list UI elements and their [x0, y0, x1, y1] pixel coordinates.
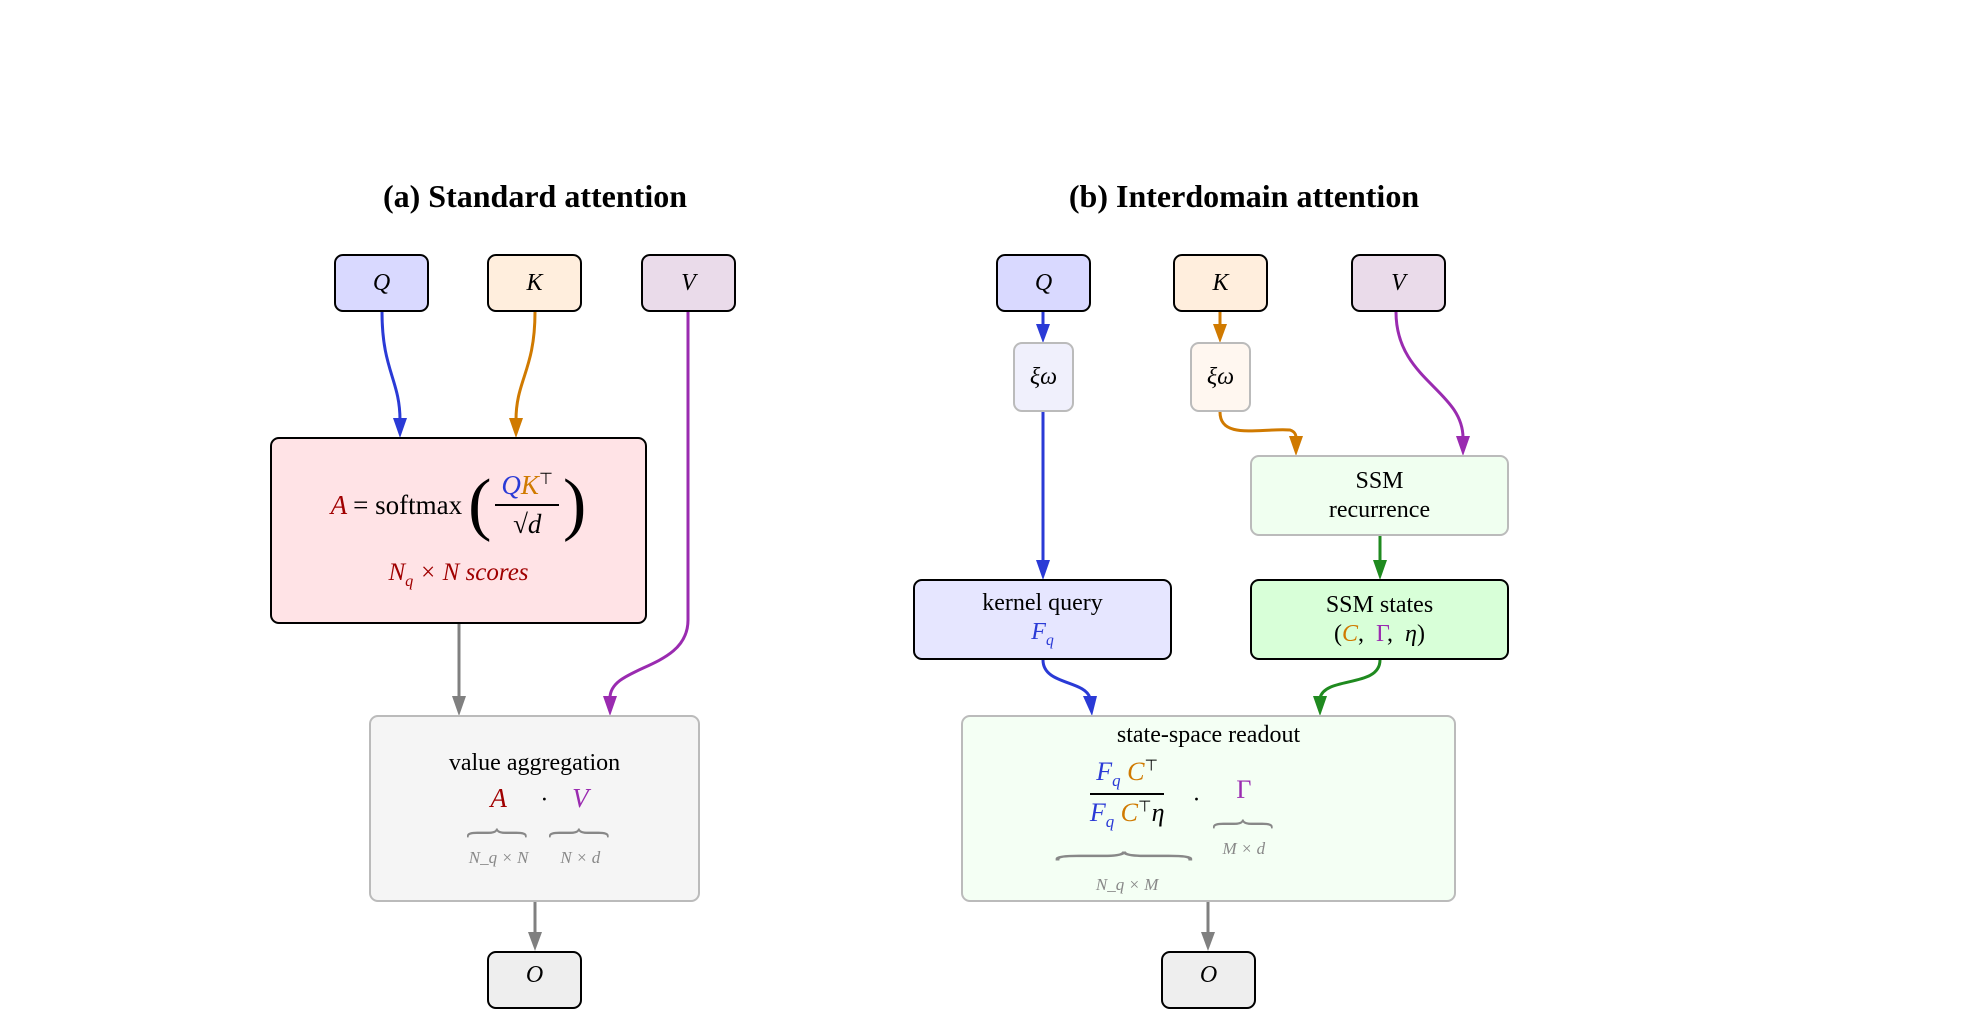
- gamma-term: Γ: [1236, 774, 1252, 804]
- transpose-num: ⊤: [1144, 757, 1159, 775]
- input-v-box-b: V: [1351, 254, 1446, 312]
- caption-n: N: [388, 559, 406, 587]
- panel-b-title: (b) Interdomain attention: [1068, 178, 1420, 214]
- f-symbol: F: [1031, 618, 1046, 645]
- transpose-den: ⊤: [1138, 798, 1152, 816]
- a-term: A: [490, 782, 507, 813]
- left-paren: (: [468, 465, 492, 543]
- qk-fraction: QK⊤ √d: [495, 469, 560, 540]
- arrow-xi-ssm: [1218, 411, 1298, 439]
- softmax-label: = softmax: [353, 489, 463, 520]
- dot-operator: ·: [540, 786, 549, 813]
- ssm-recurrence-line2: recurrence: [1328, 496, 1431, 523]
- a-symbol: A: [330, 489, 348, 520]
- arrow-states-readout: [1318, 659, 1382, 699]
- arrow-q-scores: [380, 311, 402, 421]
- kernel-query-label: kernel query: [982, 589, 1103, 616]
- input-q-box-b: Q: [996, 254, 1091, 312]
- arrow-v-ssm: [1394, 311, 1465, 439]
- right-paren: ): [563, 465, 587, 543]
- c-den: C: [1120, 798, 1139, 828]
- dim-gamma: M × d: [1222, 838, 1266, 858]
- scores-caption: Nq × N scores: [388, 558, 528, 592]
- gamma-symbol: Γ: [1376, 620, 1388, 647]
- softmax-formula: A = softmax ( QK⊤ √d ): [331, 469, 587, 540]
- eta-symbol: η: [1405, 620, 1417, 647]
- dim-a: N_q × N: [468, 847, 529, 867]
- ssm-recurrence-box: SSM recurrence: [1250, 455, 1509, 536]
- eta-den: η: [1151, 798, 1165, 828]
- fq-symbol: Fq: [1031, 618, 1053, 651]
- arrowheads: [393, 324, 1470, 951]
- arrow-v-aggregation: [608, 312, 690, 699]
- ssm-states-box: SSM states (C, Γ, η): [1250, 579, 1509, 660]
- underbrace-icon: {: [541, 825, 622, 841]
- output-box-b: O: [1161, 951, 1256, 1009]
- sqrt-d: √d: [513, 508, 542, 539]
- input-k-box: K: [487, 254, 582, 312]
- k-symbol: K: [520, 470, 539, 501]
- transpose-symbol: ⊤: [538, 470, 554, 489]
- input-q-box: Q: [334, 254, 429, 312]
- feature-map-q-box: ξω: [1013, 342, 1074, 412]
- attention-scores-box: A = softmax ( QK⊤ √d ) Nq × N scores: [270, 437, 647, 624]
- state-space-readout-box: state-space readout Fq C⊤ Fq C⊤η { N_q ×…: [961, 715, 1456, 902]
- readout-formula: Fq C⊤ Fq C⊤η { N_q × M · Γ{M × d: [1039, 756, 1285, 895]
- caption-sub: q: [405, 572, 414, 591]
- ssm-recurrence-line1: SSM: [1355, 467, 1404, 494]
- aggregation-label: value aggregation: [448, 749, 621, 776]
- aggregation-formula: A { N_q × N · V { N × d: [457, 782, 622, 869]
- caption-rest: × N scores: [419, 559, 529, 587]
- underbrace-icon: {: [1205, 816, 1285, 832]
- ssm-states-label: SSM states: [1325, 591, 1434, 618]
- c-num: C: [1127, 756, 1145, 786]
- v-term: V: [572, 782, 589, 813]
- q-sub: q: [1045, 631, 1054, 649]
- dot-operator: ·: [1192, 786, 1201, 813]
- feature-map-k-box: ξω: [1190, 342, 1251, 412]
- f-den: F: [1089, 798, 1106, 828]
- readout-fraction: Fq C⊤ Fq C⊤η: [1084, 756, 1171, 833]
- kernel-query-box: kernel query Fq: [913, 579, 1172, 660]
- dim-v: N × d: [560, 847, 601, 867]
- input-k-box-b: K: [1173, 254, 1268, 312]
- underbrace-icon: {: [1039, 848, 1221, 863]
- arrow-k-scores: [514, 311, 537, 421]
- arrow-kernel-readout: [1041, 659, 1092, 699]
- panel-a-title: (a) Standard attention: [382, 178, 687, 214]
- underbrace-icon: {: [460, 825, 540, 841]
- ssm-states-tuple: (C, Γ, η): [1334, 620, 1425, 647]
- value-aggregation-box: value aggregation A { N_q × N · V { N × d: [369, 715, 700, 902]
- q-sub-den: q: [1105, 812, 1115, 832]
- input-v-box: V: [641, 254, 736, 312]
- c-symbol: C: [1342, 620, 1359, 647]
- arrows-layer: [380, 311, 1470, 951]
- q-symbol: Q: [501, 470, 521, 501]
- readout-label: state-space readout: [1116, 722, 1301, 748]
- f-num: F: [1096, 756, 1113, 786]
- q-sub-num: q: [1112, 770, 1121, 790]
- output-box-a: O: [487, 951, 582, 1009]
- dim-fraction: N_q × M: [1095, 874, 1159, 894]
